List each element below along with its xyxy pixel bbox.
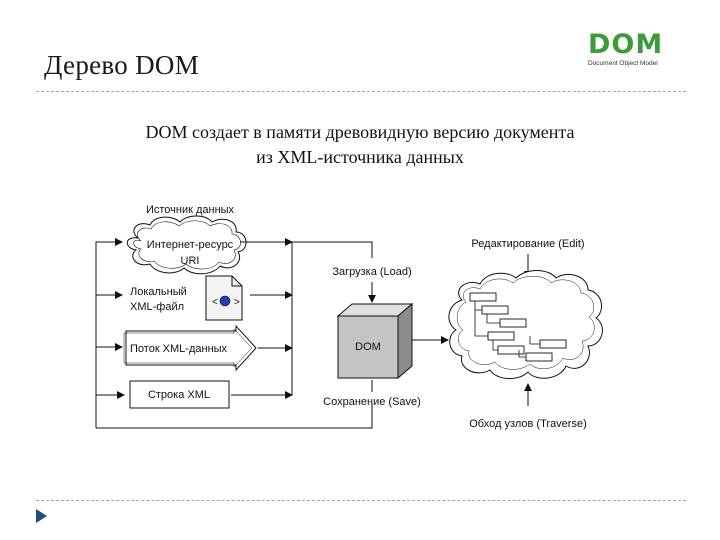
sources-label: Источник данных [146,204,235,216]
xml-stream-shape: Поток XML-данных [123,324,257,372]
traverse-label: Обход узлов (Traverse) [469,418,587,430]
svg-text:<: < [212,297,218,308]
stream-label: Поток XML-данных [130,343,228,355]
file-icon: < > [205,275,243,321]
string-label: Строка XML [148,389,210,401]
tree-edges [474,301,540,358]
internet-label: Интернет-ресурс [147,239,234,251]
load-label: Загрузка (Load) [332,266,411,278]
subtitle-line-1: DOM создает в памяти древовидную версию … [145,122,575,142]
dom-box: DOM [336,302,414,380]
source-connectors [95,238,373,429]
save-label: Сохранение (Save) [323,396,421,408]
top-divider [36,91,686,92]
file-eye-icon [219,295,231,307]
logo-subtext: Document Object Model [588,60,658,67]
bottom-divider [36,500,686,501]
svg-text:>: > [234,297,240,308]
slide-subtitle: DOM создает в памяти древовидную версию … [60,120,660,170]
tree-cloud [448,270,603,379]
edit-label: Редактирование (Edit) [471,238,584,250]
xml-string-box: Строка XML [129,380,230,409]
local-file-label-2: XML-файл [130,301,184,313]
internet-cloud: Интернет-ресурс URI [126,215,247,275]
subtitle-line-2: из XML-источника данных [256,147,464,167]
uri-label: URI [181,255,200,267]
logo-text: DOM [588,29,664,60]
local-file-label-1: Локальный [130,286,187,298]
slide-title: Дерево DOM [44,50,200,80]
dom-box-label: DOM [355,341,381,353]
dom-logo: DOM Document Object Model [588,30,680,68]
next-slide-arrow-icon[interactable] [36,509,47,523]
